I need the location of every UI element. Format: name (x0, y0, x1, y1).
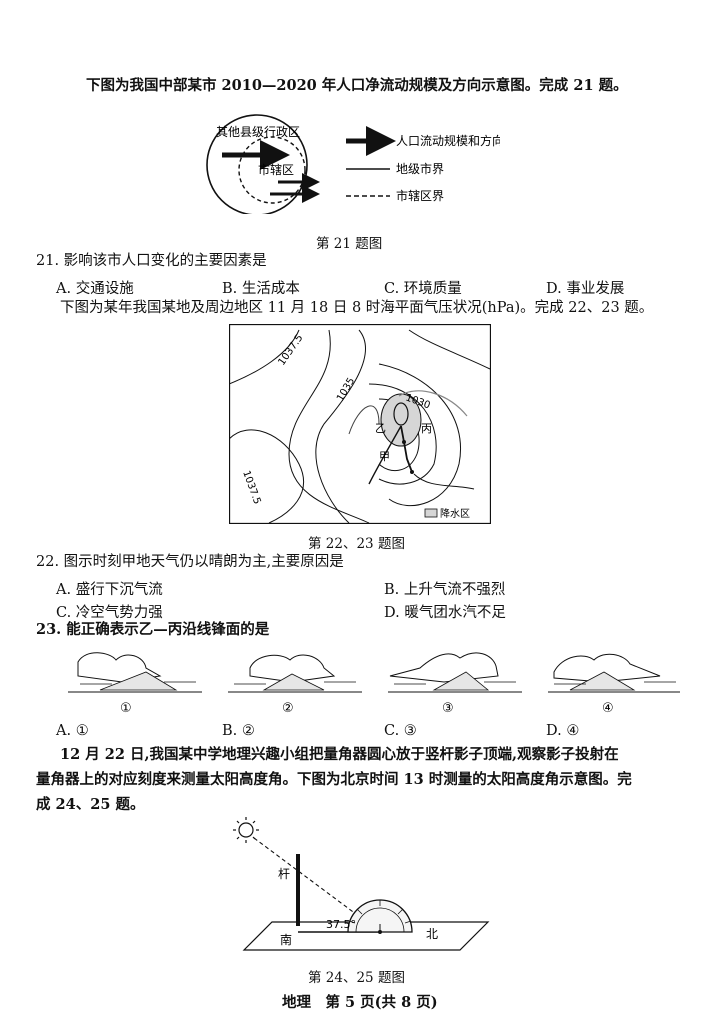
precipitation-area (380, 393, 422, 447)
figure-22-caption: 第 22、23 题图 (308, 536, 405, 552)
front-panel-1: ① (68, 652, 202, 716)
intro-24-line-1: 12 月 22 日,我国某中学地理兴趣小组把量角器圆心放于竖杆影子顶端,观察影子… (60, 746, 619, 763)
q23-option-b[interactable]: B. ② (222, 723, 255, 739)
point-yi-label: 乙 (375, 422, 386, 435)
low-pressure-center (393, 402, 409, 426)
question-22: 22. 图示时刻甲地天气仍以晴朗为主,主要原因是 (36, 554, 344, 570)
front-panel-1-label: ① (120, 701, 132, 716)
intro-24-line-3: 成 24、25 题。 (36, 796, 145, 813)
question-21: 21. 影响该市人口变化的主要因素是 (36, 253, 267, 269)
isobar-line (378, 363, 461, 507)
front-panel-4-label: ④ (602, 701, 614, 716)
isobar-line (315, 329, 366, 524)
isobar-line (348, 405, 380, 435)
district-boundary (238, 136, 306, 204)
front-panel-3-label: ③ (442, 701, 454, 716)
q22-option-c[interactable]: C. 冷空气势力强 (56, 605, 163, 621)
legend-precipitation-swatch (424, 508, 438, 518)
q22-option-a[interactable]: A. 盛行下沉气流 (56, 582, 163, 598)
front-line (368, 425, 402, 485)
q23-option-d[interactable]: D. ④ (546, 723, 580, 739)
page-footer: 地理 第 5 页(共 8 页) (282, 994, 438, 1011)
front-panel-3: ③ (388, 652, 522, 716)
q21-option-c[interactable]: C. 环境质量 (384, 281, 462, 297)
protractor (347, 899, 413, 934)
pole-label: 杆 (278, 867, 290, 881)
sun-angle-label: 37.5° (326, 918, 356, 931)
front-diagrams: ① ② ③ ④ (68, 652, 680, 716)
intro-24-line-2: 量角器上的对应刻度来测量太阳高度角。下图为北京时间 13 时测量的太阳高度角示意… (36, 771, 632, 788)
front-panel-2: ② (228, 654, 362, 716)
legend-label-district-boundary: 市辖区界 (396, 188, 444, 203)
isobar-line (229, 429, 305, 524)
sun-ray (253, 837, 381, 933)
legend-label-flow: 人口流动规模和方向 (396, 133, 500, 148)
sun-icon (233, 817, 259, 843)
q23-option-a[interactable]: A. ① (56, 723, 89, 739)
isobar-line (413, 473, 475, 490)
south-label: 南 (280, 932, 292, 947)
q22-option-b[interactable]: B. 上升气流不强烈 (384, 582, 506, 598)
q21-option-a[interactable]: A. 交通设施 (56, 281, 134, 297)
intro-22: 下图为某年我国某地及周边地区 11 月 18 日 8 时海平面气压状况(hPa)… (60, 300, 654, 316)
q23-option-c[interactable]: C. ③ (384, 723, 417, 739)
q21-option-d[interactable]: D. 事业发展 (546, 281, 625, 297)
isobar-line (408, 329, 491, 370)
intro-21: 下图为我国中部某市 2010—2020 年人口净流动规模及方向示意图。完成 21… (86, 77, 628, 94)
prefecture-boundary (206, 114, 308, 214)
q22-option-d[interactable]: D. 暖气团水汽不足 (384, 605, 506, 621)
figure-24-caption: 第 24、25 题图 (308, 970, 405, 986)
legend-label-city-boundary: 地级市界 (396, 161, 444, 176)
question-23: 23. 能正确表示乙—丙沿线锋面的是 (36, 621, 270, 638)
north-label: 北 (426, 927, 438, 941)
front-panel-2-label: ② (282, 701, 294, 716)
point-bing-label: 丙 (421, 422, 432, 435)
outer-region-label: 其他县级行政区 (216, 125, 300, 139)
figure-21: 其他县级行政区 市辖区 人口流动规模和方向 地级市界 市辖区界 (206, 114, 500, 214)
front-panel-4: ④ (548, 653, 680, 716)
figure-21-caption: 第 21 题图 (316, 236, 383, 252)
cold-front (400, 425, 413, 473)
isobar-line (229, 329, 300, 385)
q21-option-b[interactable]: B. 生活成本 (222, 281, 300, 297)
legend-precipitation-label: 降水区 (440, 507, 470, 520)
figure-22-isobar-map: 1037.5 1035 1030 1037.5 乙 丙 甲 降水区 (229, 324, 491, 524)
figure-24-sun-angle: 杆 37.5° 南 北 (233, 817, 490, 951)
isobar-line (368, 383, 437, 485)
point-jia-label: 甲 (379, 450, 390, 463)
district-label: 市辖区 (258, 162, 294, 177)
isobar-line (398, 390, 468, 417)
ground-plane (242, 921, 490, 951)
